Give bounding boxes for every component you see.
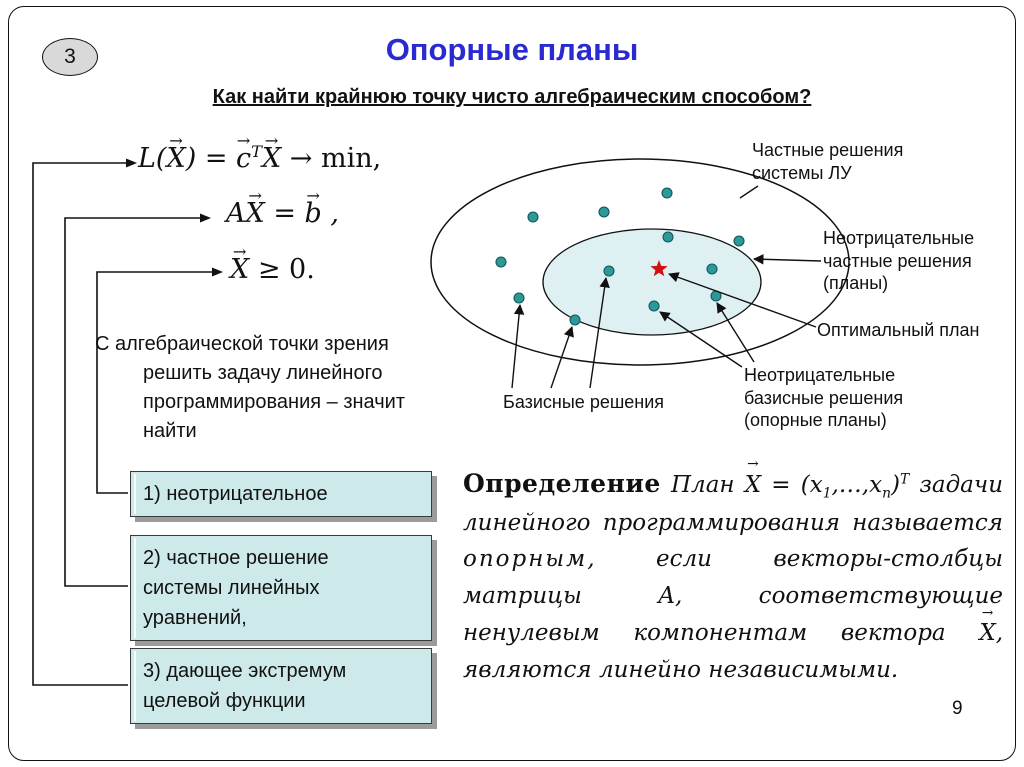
list-item-2-label: 2) частное решение системы линейных урав… (143, 547, 329, 629)
solution-dot (733, 235, 745, 247)
vector-x: X (979, 615, 995, 652)
definition-keyword: Определение (463, 469, 661, 498)
formula-text: ≥ 0. (249, 254, 315, 285)
slide-subtitle: Как найти крайнюю точку чисто алгебраиче… (212, 86, 812, 108)
label-nonnegative-solutions: Неотрицательные частные решения (планы) (823, 228, 975, 293)
formula-text: → min, (281, 143, 382, 174)
subscript-1: 1 (822, 485, 832, 502)
definition-text: Определение План X = (x1,…,xn)T задачи л… (463, 464, 1003, 689)
definition-emphasis: опорным (463, 546, 588, 573)
solution-dot (706, 263, 718, 275)
arrowhead-nonnegativity (212, 267, 223, 277)
solution-dot (661, 187, 673, 199)
solution-dot (527, 211, 539, 223)
formula-text: = (264, 198, 305, 229)
transpose-sup: T (251, 142, 262, 161)
arrowhead-objective (126, 158, 137, 168)
solution-dot (513, 292, 525, 304)
solution-dots (495, 187, 745, 326)
solution-dot (598, 206, 610, 218)
definition-body: ,…,x (831, 472, 883, 498)
label-particular-solutions: Частные решения системы ЛУ (752, 140, 904, 183)
page-title: Опорные планы (385, 32, 639, 67)
list-item-1: 1) неотрицательное (130, 471, 432, 517)
vector-x: X (262, 143, 281, 174)
page-number: 9 (952, 698, 963, 719)
vector-x: X (246, 198, 265, 229)
bracket-arrowheads (126, 158, 223, 277)
label-pointers (511, 185, 822, 389)
solution-dot (710, 290, 722, 302)
vector-c: c (236, 143, 251, 174)
pointer-optimal-plan (668, 272, 817, 328)
vector-b: b (305, 198, 322, 229)
list-item-3-label: 3) дающее экстремум целевой функции (143, 660, 347, 712)
definition-body: План (660, 472, 745, 498)
vector-x: X (230, 254, 249, 285)
algebraic-paragraph: С алгебраической точки зрения решить зад… (95, 333, 405, 442)
definition-body: , если векторы-столбцы матрицы A, соотве… (463, 546, 1003, 647)
slide-number-badge-text: 3 (64, 45, 76, 68)
list-item-2: 2) частное решение системы линейных урав… (130, 535, 432, 641)
transpose-sup: T (899, 471, 910, 488)
solution-dot (495, 256, 507, 268)
vector-x: X (745, 467, 761, 504)
vector-x: X (166, 143, 185, 174)
definition-body: , являются линейно независимыми. (463, 620, 1003, 683)
arrowhead-constraints (200, 213, 211, 223)
definition-body: задачи линейного программирования называ… (463, 472, 1004, 536)
pointer-basic-2 (550, 326, 574, 389)
formula-text: L( (138, 143, 167, 174)
definition-body: = (x (761, 472, 823, 498)
label-nonnegative-basic-solutions: Неотрицательные базисные решения (опорны… (744, 365, 904, 430)
slide-number-badge: 3 (42, 38, 98, 76)
list-item-3: 3) дающее экстремум целевой функции (130, 648, 432, 724)
optimal-plan-star-icon (650, 260, 668, 277)
pointer-nonneg-basic-2 (659, 311, 743, 368)
label-basic-solutions: Базисные решения (503, 392, 665, 412)
formula-text: A (226, 198, 246, 229)
pointer-basic-3 (589, 276, 610, 389)
pointer-nonneg-basic-1 (716, 302, 755, 363)
list-item-1-label: 1) неотрицательное (143, 483, 328, 505)
solution-dot (569, 314, 581, 326)
pointer-particular-solutions (739, 185, 759, 199)
subscript-n: n (882, 485, 891, 502)
solution-dot (648, 300, 660, 312)
inner-ellipse-nonnegative-solutions (542, 228, 762, 336)
pointer-nonnegative-solutions (752, 254, 822, 265)
formula-constraints: AX = b , (226, 198, 339, 229)
definition-body: ) (890, 472, 900, 498)
solution-dot (662, 231, 674, 243)
formula-objective: L(X) = cTX → min, (138, 142, 381, 174)
formula-nonnegativity: X ≥ 0. (230, 254, 315, 285)
formula-text: ) = (185, 143, 237, 174)
formula-text: , (321, 198, 339, 229)
solution-dot (603, 265, 615, 277)
label-optimal-plan: Оптимальный план (817, 320, 980, 340)
